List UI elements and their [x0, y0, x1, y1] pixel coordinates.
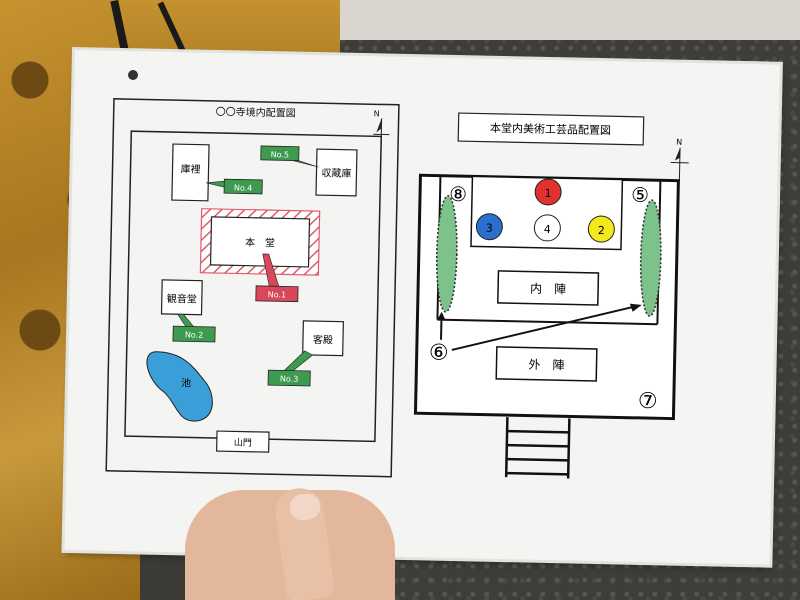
pond-label: 池: [181, 376, 191, 389]
tag-no1: [255, 285, 299, 303]
tag-no5: [260, 145, 300, 162]
tag-no3: [267, 369, 311, 387]
north-label-right: N: [676, 138, 682, 147]
position-6-label: ⑥: [429, 340, 449, 365]
building-kuri: [171, 143, 210, 202]
position-5-area: [639, 199, 662, 317]
pond: [146, 351, 213, 422]
position-1-marker: [534, 178, 562, 206]
tag-no2-label: No.2: [185, 330, 204, 339]
shuzoko-label: 収蔵庫: [321, 166, 351, 180]
building-kyakuden: [302, 320, 344, 357]
left-map-title: 〇〇寺境内配置図: [216, 105, 296, 120]
background-object: [330, 0, 800, 40]
building-hondo: [209, 216, 311, 268]
sanmon-label: 山門: [234, 437, 252, 448]
position-5-label: ⑤: [631, 183, 649, 207]
position-8-label: ⑧: [449, 182, 467, 206]
arrow-6-to-5: [451, 304, 638, 351]
arrow-6-head-up: [437, 311, 446, 320]
position-3-label: 3: [486, 222, 493, 235]
altar-platform: [470, 175, 624, 251]
kannondo-label: 観音堂: [167, 292, 197, 306]
position-4-label: 4: [544, 223, 551, 236]
right-map-title-box: [457, 112, 645, 146]
naijin-front-line: [437, 318, 658, 326]
north-label: N: [374, 109, 380, 118]
arrow-6-head-right: [629, 303, 642, 312]
position-7-label: ⑦: [638, 389, 658, 414]
tag-no3-label: No.3: [280, 374, 299, 383]
tag-no1-label: No.1: [268, 290, 287, 299]
tag-no4-pointer: [206, 180, 225, 188]
gejin-label: 外 陣: [528, 358, 564, 373]
position-3-marker: [475, 213, 503, 241]
hondo-label: 本 堂: [245, 236, 275, 250]
tag-no4-label: No.4: [234, 183, 253, 192]
entrance-stairs: [504, 417, 571, 479]
tag-no5-label: No.5: [271, 150, 290, 159]
building-sanmon: [216, 430, 270, 453]
laminated-sheet: 〇〇寺境内配置図 N 庫裡 収蔵庫 No.5: [64, 50, 780, 565]
tag-no5-pointer: [292, 160, 319, 168]
right-north-arrow: N: [670, 138, 689, 181]
position-4-marker: [533, 214, 561, 242]
right-map: 本堂内美術工芸品配置図 N 1 3: [413, 112, 689, 479]
position-2-label: 2: [598, 224, 605, 237]
position-2-marker: [587, 215, 615, 243]
naijin-label: 内 陣: [530, 282, 566, 297]
kyakuden-label: 客殿: [313, 333, 333, 346]
left-north-arrow: N: [373, 109, 390, 153]
position-1-label: 1: [544, 187, 551, 200]
left-map-frame: [105, 98, 400, 478]
building-shuzoko: [315, 148, 358, 197]
tag-no2: [172, 325, 216, 343]
naijin-box: [497, 270, 600, 306]
punch-hole: [128, 70, 138, 80]
position-8-area: [435, 195, 458, 313]
right-map-title: 本堂内美術工芸品配置図: [490, 121, 611, 138]
left-map: 〇〇寺境内配置図 N 庫裡 収蔵庫 No.5: [105, 98, 400, 478]
gejin-box: [495, 346, 598, 382]
maps-drawing: 〇〇寺境内配置図 N 庫裡 収蔵庫 No.5: [105, 98, 689, 479]
kuri-label: 庫裡: [180, 162, 200, 175]
